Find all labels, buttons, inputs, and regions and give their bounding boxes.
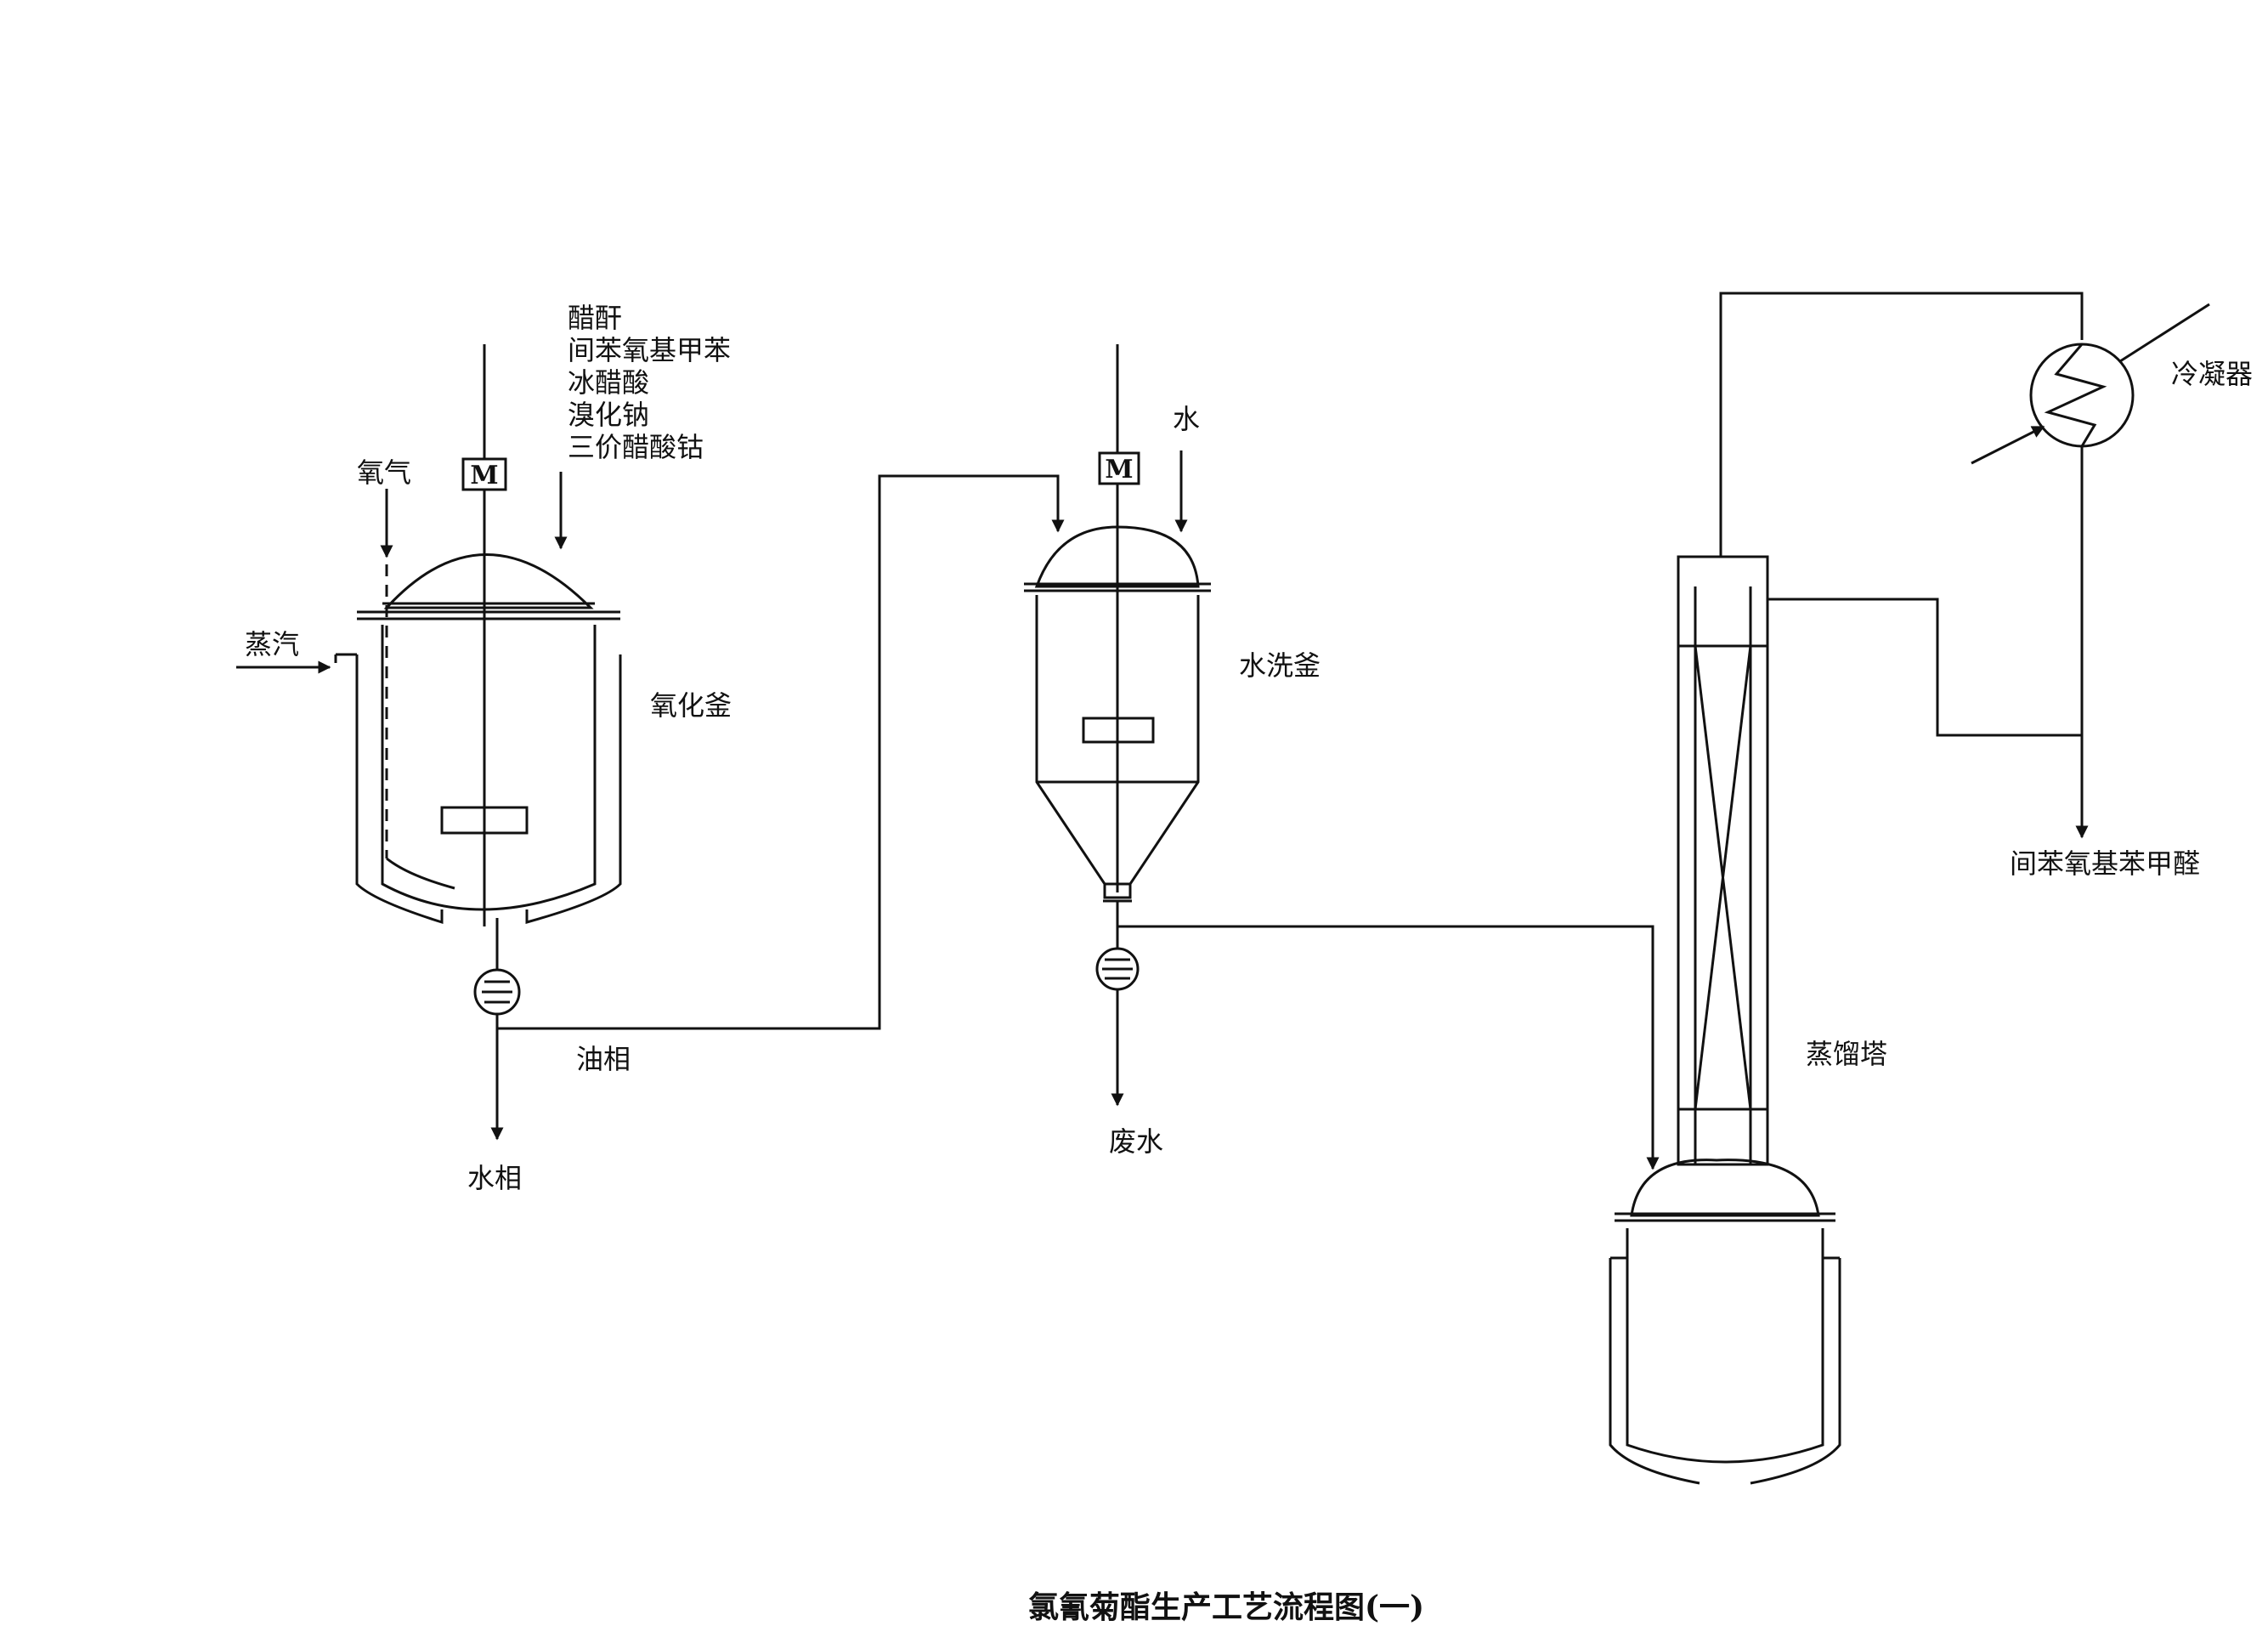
feed-item: 溴化钠 [568,399,650,431]
water-label: 水 [1173,403,1201,435]
oxidation-motor [461,457,507,491]
oxidation-feed-list: 醋酐 间苯氧基甲苯 冰醋酸 溴化钠 三价醋酸钴 [568,302,731,463]
product-label: 间苯氧基苯甲醛 [2010,847,2201,880]
oil-phase-line [497,474,1065,1030]
feed-item: 冰醋酸 [568,366,650,399]
oxidation-kettle-label: 氧化釜 [650,689,732,722]
washed-oil-line [1117,925,1660,1170]
washing-motor-label: M [1105,455,1133,484]
oxygen-label: 氧气 [357,456,412,489]
reflux-line [1767,598,2082,737]
vapour-line [1719,292,2084,557]
distillation-tower-label: 蒸馏塔 [1806,1038,1888,1070]
oil-phase-label: 油相 [576,1043,631,1075]
washing-kettle-label: 水洗釜 [1239,649,1321,682]
feed-item: 三价醋酸钴 [568,431,704,463]
distillation-tower [1677,555,1769,1166]
condenser-label: 冷凝器 [2171,358,2254,390]
oxidation-motor-label: M [470,461,498,490]
still-pot [1609,1159,1841,1485]
feed-item: 醋酐 [568,302,623,334]
water-phase-label: 水相 [467,1162,523,1194]
feed-item: 间苯氧基甲苯 [568,334,732,366]
steam-label: 蒸汽 [245,628,300,660]
waste-water-label: 废水 [1109,1125,1164,1158]
washing-motor [1098,451,1140,485]
diagram-title: 氯氰菊酯生产工艺流程图(一) [1028,1589,1425,1625]
oxidation-kettle [334,344,622,1141]
washing-kettle [1024,344,1211,1107]
